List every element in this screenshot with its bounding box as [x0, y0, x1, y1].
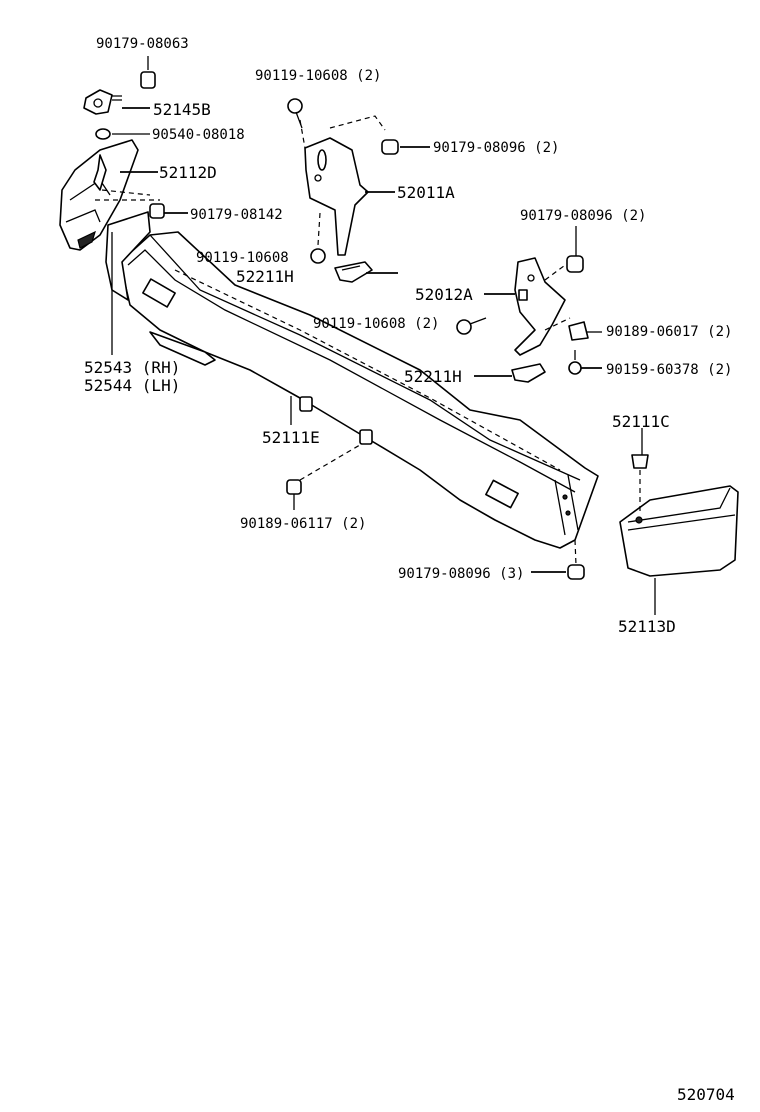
nut-90179-08142 [149, 203, 165, 219]
label-90119-10608-right: 90119-10608 (2) [313, 316, 439, 332]
label-90119-10608-mid: 90119-10608 [196, 250, 289, 266]
label-90159-60378: 90159-60378 (2) [606, 362, 732, 378]
nut-90179-08096-top [381, 139, 399, 155]
label-52145B: 52145B [153, 100, 211, 119]
label-52544-lh: 52544 (LH) [84, 376, 180, 395]
label-52211H-left: 52211H [236, 267, 294, 286]
clip-90189-06117 [286, 396, 373, 495]
bracket-52011A [299, 115, 386, 256]
nut-90179-08096-bottom [567, 539, 585, 580]
label-90179-08096-right: 90179-08096 (2) [520, 208, 646, 224]
diagram-code: 520704 [677, 1085, 735, 1104]
bumper-extension-panel [95, 189, 160, 301]
bolt-90119-10608-top [287, 98, 303, 129]
label-52113D: 52113D [618, 617, 676, 636]
clip-90189-06017 [568, 321, 589, 341]
label-52012A: 52012A [415, 285, 473, 304]
nut-90540-08018 [95, 128, 111, 140]
label-90119-10608-top: 90119-10608 (2) [255, 68, 381, 84]
label-90189-06117: 90189-06117 (2) [240, 516, 366, 532]
label-52111C: 52111C [612, 412, 670, 431]
label-90189-06017: 90189-06017 (2) [606, 324, 732, 340]
bracket-52012A [514, 257, 573, 356]
pad-52211H-right [511, 363, 546, 383]
label-52112D: 52112D [159, 163, 217, 182]
label-52111E: 52111E [262, 428, 320, 447]
label-90179-08096-bottom: 90179-08096 (3) [398, 566, 524, 582]
bolt-90119-10608-right [456, 317, 487, 335]
nut-90179-08063 [140, 71, 156, 89]
leader-lines [111, 56, 656, 615]
pad-52211H-left [334, 261, 373, 283]
label-90540-08018: 90540-08018 [152, 127, 245, 143]
label-90179-08142: 90179-08142 [190, 207, 283, 223]
nut-90179-08096-right [566, 255, 584, 273]
bolt-90119-10608-mid [310, 248, 326, 264]
side-cover-52113D [619, 485, 739, 577]
clip-52111C [631, 454, 649, 515]
label-90179-08063: 90179-08063 [96, 36, 189, 52]
bumper-bar [119, 231, 599, 549]
bolt-90159-60378 [568, 350, 582, 375]
label-52543-rh: 52543 (RH) [84, 358, 180, 377]
label-90179-08096-top: 90179-08096 (2) [433, 140, 559, 156]
bracket-52145B [83, 89, 122, 115]
label-52211H-right: 52211H [404, 367, 462, 386]
label-52011A: 52011A [397, 183, 455, 202]
